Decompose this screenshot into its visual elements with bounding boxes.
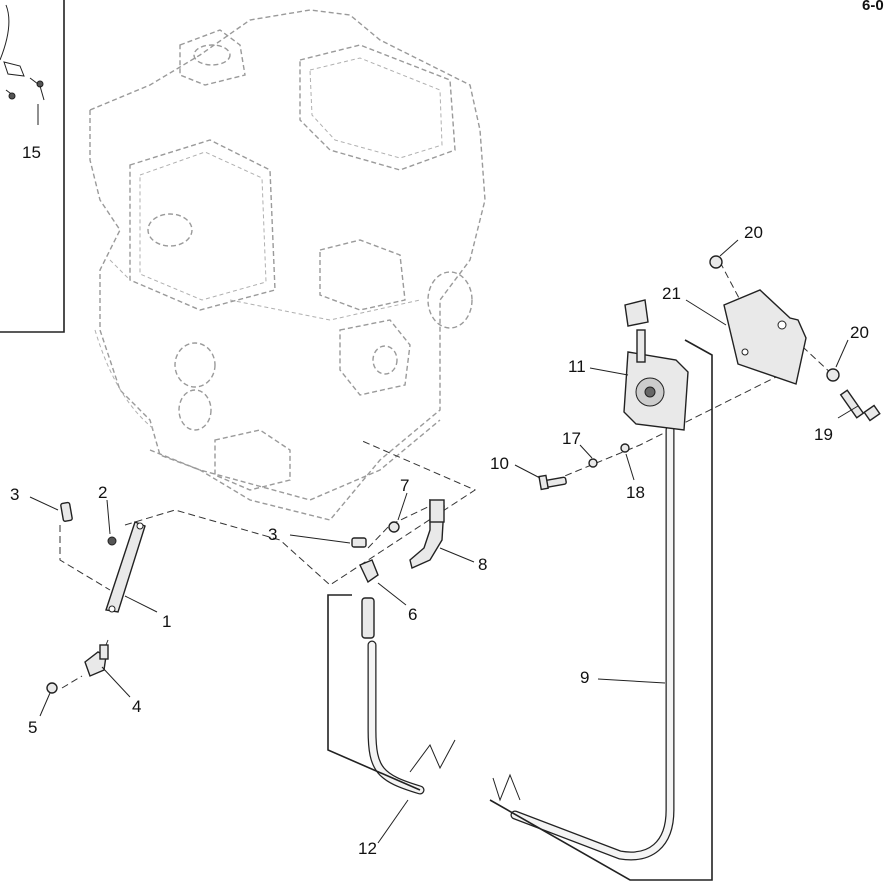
part-5-nut [46,682,58,694]
callout-10: 10 [490,454,509,473]
callout-15: 15 [22,143,41,162]
callout-8: 8 [478,555,487,574]
callout-17: 17 [562,429,581,448]
cable-frame [327,339,713,881]
callout-3: 3 [10,485,19,504]
callout-12: 12 [358,839,377,858]
part-10-bolt [538,474,567,491]
part-2-nut [107,536,117,546]
part-4-swivel [84,644,109,677]
part-3-bolt-left [60,501,73,522]
callout-5: 5 [28,718,37,737]
part-17-washer [588,458,598,468]
callout-9: 9 [580,668,589,687]
leader-lines [29,239,859,844]
part-20-nut-lower [826,368,840,382]
callout-11: 11 [568,357,586,376]
inset-detail [0,0,65,333]
callout-1: 1 [162,612,171,631]
part-19-bolt [839,389,881,422]
part-20-nut-upper [709,255,723,269]
part-6-cable-end [359,559,379,584]
assembly-lines [59,261,834,689]
part-1-link-rod [105,521,146,613]
page-code: 6-0 [862,0,884,14]
part-11-control-housing [623,299,689,431]
callout-7: 7 [400,476,409,495]
part-7-washer [388,521,400,533]
callout-20: 20 [744,223,763,242]
callout-2: 2 [98,483,107,502]
callout-3: 3 [268,525,277,544]
part-12-cable [361,597,456,795]
callout-4: 4 [132,697,141,716]
callout-19: 19 [814,425,833,444]
part-9-cable [492,425,675,861]
callout-labels: 6-0 15 3 2 1 4 5 3 7 8 6 9 10 11 12 17 1… [10,0,884,858]
part-8-bracket [409,498,445,569]
callout-6: 6 [408,605,417,624]
callout-21: 21 [662,284,681,303]
engine-outline [89,9,486,521]
callout-18: 18 [626,483,645,502]
callout-20: 20 [850,323,869,342]
part-21-cover-plate [723,289,807,385]
part-18-washer [620,443,630,453]
part-3-bolt-center [351,537,367,548]
